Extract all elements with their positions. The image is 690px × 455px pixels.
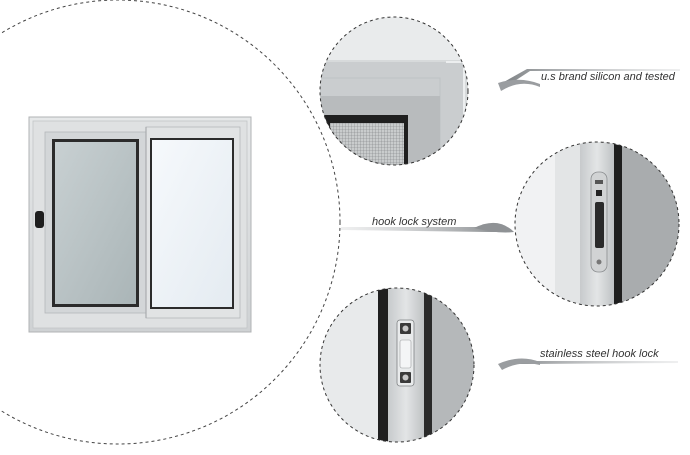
hook-lock-photo [514, 141, 680, 307]
callout-pointer-mid [341, 222, 514, 233]
callout-pointer-bot [498, 358, 678, 370]
window-illustration [28, 116, 252, 333]
large-dashed-circle [0, 0, 341, 445]
callout-label-silicone: u.s brand silicon and tested [541, 71, 675, 83]
stainless-lock-photo [319, 287, 475, 443]
callout-pointer-top [498, 69, 680, 91]
corner-detail-photo [319, 16, 469, 166]
callout-label-hook-lock-system: hook lock system [372, 216, 457, 228]
callout-label-stainless-hook-lock: stainless steel hook lock [540, 348, 659, 360]
